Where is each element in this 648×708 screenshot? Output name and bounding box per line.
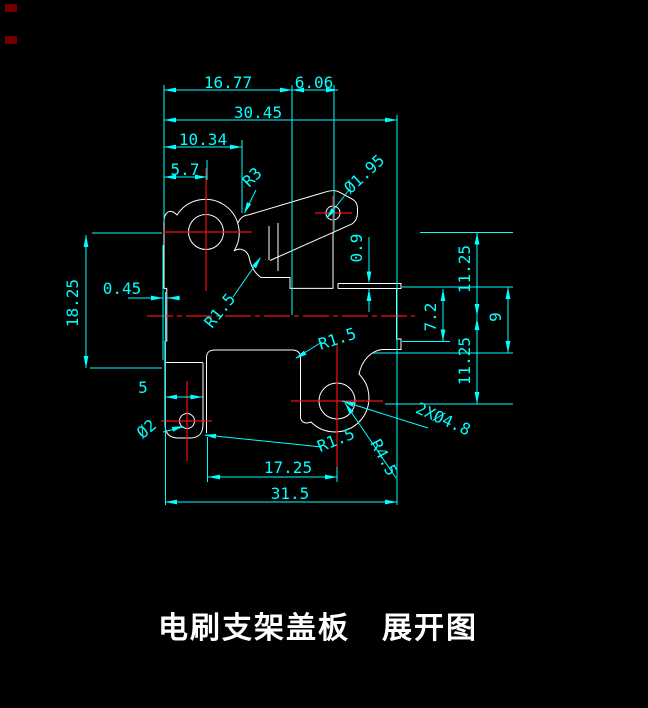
dim-label-315: 31.5 — [271, 484, 310, 503]
dim-label-1725: 17.25 — [264, 458, 312, 477]
dimension-lines — [83, 85, 513, 505]
extension-lines — [90, 85, 513, 505]
dim-label-72: 7.2 — [421, 303, 440, 332]
part-hook-lobe-outline — [163, 198, 334, 289]
artifact-mark — [5, 36, 17, 44]
drawing-title: 电刷支架盖板 展开图 — [158, 611, 478, 646]
dim-label-2x48: 2XØ4.8 — [413, 399, 474, 440]
centerline-small-hole — [161, 381, 212, 461]
dim-label-r3: R3 — [239, 164, 266, 191]
viewport-artifact-marks — [5, 4, 17, 44]
part-right-and-bottom-outline — [206, 288, 402, 433]
dim-label-r45: R4.5 — [366, 436, 401, 479]
centerline-top-hole — [163, 168, 252, 291]
dim-label-57: 5.7 — [171, 160, 200, 179]
dim-label-1034: 10.34 — [179, 130, 227, 149]
part-arm-outline — [237, 190, 358, 261]
dim-label-606: 6.06 — [295, 73, 334, 92]
dim-label-1125-top: 11.25 — [455, 245, 474, 293]
dimension-arrowheads — [83, 87, 511, 505]
dim-label-dia195: Ø1.95 — [340, 151, 388, 198]
dimension-labels: 16.77 6.06 30.45 10.34 5.7 R3 Ø1.95 18.2… — [63, 73, 505, 503]
dim-label-09: 0.9 — [347, 234, 366, 263]
leader-lines — [162, 189, 429, 479]
part-top-edge-right — [337, 283, 402, 289]
dim-label-1677: 16.77 — [204, 73, 252, 92]
part-tab-outline — [164, 288, 204, 439]
artifact-mark — [5, 4, 17, 12]
dim-label-045: 0.45 — [103, 279, 142, 298]
dim-label-1825: 18.25 — [63, 279, 82, 327]
dim-label-dia2: Ø2 — [133, 415, 160, 442]
dim-label-5: 5 — [138, 378, 148, 397]
centerlines — [147, 168, 415, 467]
dim-label-9: 9 — [486, 312, 505, 322]
centerline-bottom-hole — [291, 345, 383, 467]
dim-label-3045: 30.45 — [234, 103, 282, 122]
dim-label-1125-bot: 11.25 — [455, 337, 474, 385]
